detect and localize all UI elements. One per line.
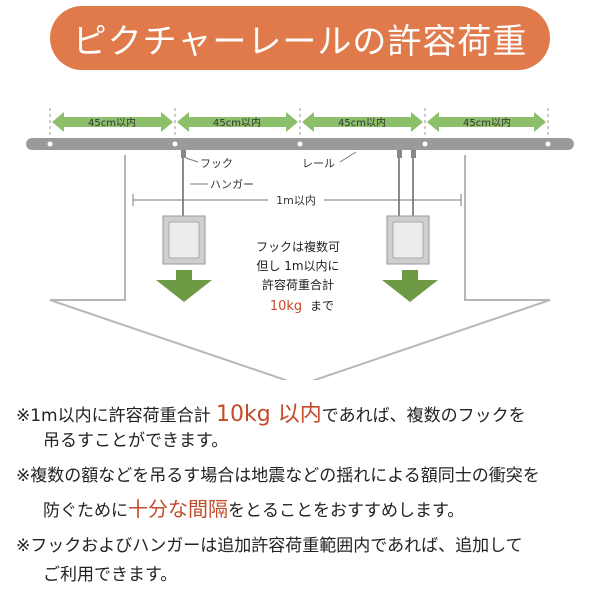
load-outline-arrow: [49, 155, 551, 380]
note-2-prefix: 防ぐために: [43, 500, 128, 521]
note-1-highlight: 10kg 以内: [216, 402, 322, 427]
note-line-1: フックは複数可: [256, 239, 340, 254]
note-suffix: まで: [310, 299, 334, 313]
note-1: ※1m以内に許容荷重合計 10kg 以内であれば、複数のフックを 吊るすことがで…: [16, 400, 586, 453]
note-line-2: 但し 1m以内に: [256, 259, 339, 273]
note-1-line-2: 吊るすことができます。: [43, 430, 229, 451]
note-3-line-1: ※フックおよびハンガーは追加許容荷重範囲内であれば、追加して: [16, 535, 523, 556]
note-weight: 10kg: [270, 299, 302, 314]
note-2-line-1: ※複数の額などを吊るす場合は地震などの揺れによる額同士の衝突を: [16, 465, 540, 486]
right-load-arrow: [382, 270, 438, 302]
left-load-arrow: [156, 270, 212, 302]
rail-label: レール: [302, 157, 335, 170]
note-line-3: 許容荷重合計: [262, 277, 334, 292]
note-2-suffix: をとることをおすすめします。: [228, 500, 465, 521]
note-1-prefix: ※1m以内に許容荷重合計: [16, 406, 217, 426]
right-frame-assembly: [382, 150, 438, 302]
center-note: フックは複数可 但し 1m以内に 許容荷重合計 10kg まで: [256, 239, 340, 314]
note-3: ※フックおよびハンガーは追加許容荷重範囲内であれば、追加して ご利用できます。: [16, 535, 586, 587]
spacing-label-1: 45cm以内: [88, 116, 136, 129]
note-2: ※複数の額などを吊るす場合は地震などの揺れによる額同士の衝突を 防ぐために十分な…: [16, 465, 586, 523]
rail-diagram: 45cm以内 45cm以内 45cm以内 45cm以内 フック レール ハンガー…: [26, 108, 574, 380]
left-frame-assembly: [156, 150, 212, 302]
span-label: 1m以内: [276, 193, 316, 207]
notes-section: ※1m以内に許容荷重合計 10kg 以内であれば、複数のフックを 吊るすことがで…: [16, 400, 586, 586]
note-1-suffix: であれば、複数のフックを: [321, 406, 526, 426]
note-3-line-2: ご利用できます。: [43, 564, 178, 585]
spacing-label-4: 45cm以内: [463, 116, 511, 129]
spacing-label-2: 45cm以内: [213, 116, 261, 129]
title-banner: ピクチャーレールの許容荷重: [50, 6, 550, 70]
hanger-label: ハンガー: [210, 178, 254, 191]
rail-screws: [46, 140, 552, 148]
spacing-label-3: 45cm以内: [338, 116, 386, 129]
hook-label: フック: [200, 157, 233, 170]
note-2-highlight: 十分な間隔: [128, 496, 228, 521]
spacing-arrows: [52, 112, 546, 132]
page-title: ピクチャーレールの許容荷重: [72, 21, 528, 62]
